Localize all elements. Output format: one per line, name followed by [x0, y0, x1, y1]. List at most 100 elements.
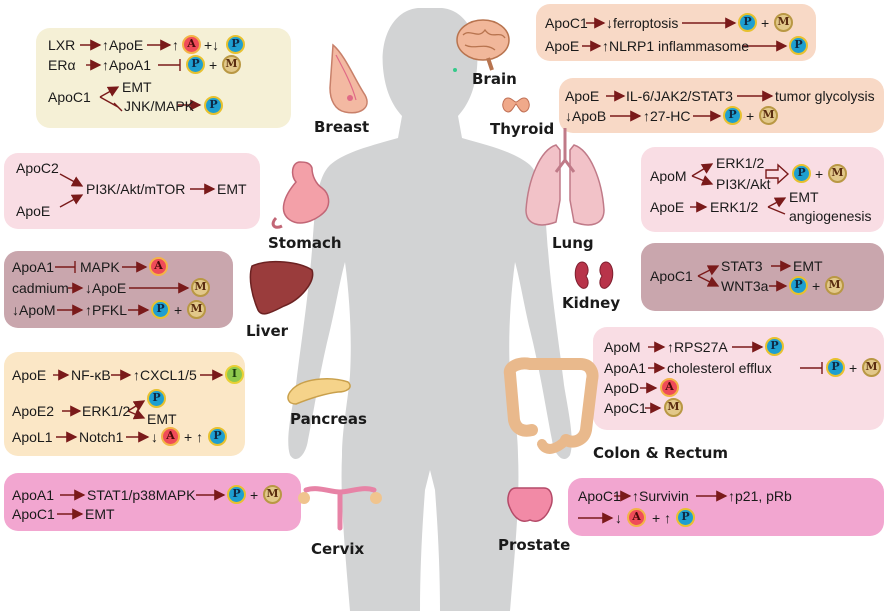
cervix-apoa1: ApoA1 [12, 487, 55, 503]
pancreas-down: ↓ [151, 429, 158, 445]
breast-illustration [329, 43, 368, 114]
stomach-apoe: ApoE [16, 203, 51, 219]
lung-erk-2: ERK1/2 [710, 199, 759, 215]
organ-label-brain: Brain [472, 70, 517, 88]
thyroid-27hc: ↑27-HC [643, 108, 691, 124]
liver-mapk: MAPK [80, 259, 120, 275]
proliferation-badge: P [723, 106, 742, 125]
lung-apom: ApoM [650, 168, 687, 184]
apoptosis-badge: A [182, 35, 201, 54]
organ-label-prostate: Prostate [498, 536, 571, 554]
colon-apoc1: ApoC1 [604, 400, 647, 416]
lung-emt: EMT [789, 189, 819, 205]
thyroid-box [559, 78, 884, 133]
metastasis-badge: M [187, 300, 206, 319]
lung-erk: ERK1/2 [716, 155, 765, 171]
cervix-illustration [298, 486, 382, 531]
breast-up-symbol: ↑ [172, 37, 179, 53]
organ-label-lung: Lung [552, 234, 594, 252]
prostate-illustration [507, 487, 553, 522]
lung-pi3k: PI3K/Akt [716, 176, 771, 192]
colon-box [593, 327, 884, 430]
breast-up-apoe: ↑ApoE [102, 37, 144, 53]
proliferation-badge: P [226, 35, 245, 54]
colon-apoa1: ApoA1 [604, 360, 647, 376]
cervix-plus: + [250, 487, 259, 503]
pancreas-illustration [287, 378, 351, 405]
metastasis-badge: M [664, 398, 683, 417]
metastasis-badge: M [828, 164, 847, 183]
cervix-box [4, 473, 301, 531]
thyroid-plus: + [746, 108, 755, 124]
prostate-plus-up: + ↑ [652, 510, 672, 526]
kidney-apoc1: ApoC1 [650, 268, 693, 284]
breast-jnk-mapk: JNK/MAPK [124, 98, 195, 114]
breast-apoc1: ApoC1 [48, 89, 91, 105]
stomach-box [4, 153, 260, 229]
pancreas-erk: ERK1/2 [82, 403, 131, 419]
brain-box [536, 4, 816, 61]
metastasis-badge: M [825, 276, 844, 295]
proliferation-badge: P [738, 13, 757, 32]
apoptosis-badge: A [149, 257, 168, 276]
colon-apom: ApoM [604, 339, 641, 355]
liver-apoe: ↓ApoE [85, 280, 127, 296]
stomach-apoc2: ApoC2 [16, 160, 59, 176]
prostate-down: ↓ [615, 510, 622, 526]
liver-apom: ↓ApoM [12, 302, 56, 318]
metastasis-badge: M [774, 13, 793, 32]
immune-badge: I [225, 365, 244, 384]
pancreas-notch1: Notch1 [79, 429, 124, 445]
colon-rps27a: ↑RPS27A [667, 339, 728, 355]
prostate-box [568, 478, 884, 536]
organ-label-breast: Breast [314, 118, 370, 136]
lung-apoe: ApoE [650, 199, 685, 215]
pancreas-apoe2: ApoE2 [12, 403, 55, 419]
pancreas-apoe: ApoE [12, 367, 47, 383]
metastasis-badge: M [263, 485, 282, 504]
proliferation-badge: P [765, 337, 784, 356]
metastasis-badge: M [191, 278, 210, 297]
thyroid-illustration [502, 97, 530, 113]
organ-label-thyroid: Thyroid [490, 120, 555, 138]
proliferation-badge: P [147, 389, 166, 408]
proliferation-badge: P [789, 276, 808, 295]
proliferation-badge: P [208, 427, 227, 446]
stomach-illustration [271, 161, 330, 229]
cervix-emt: EMT [85, 506, 115, 522]
brain-nlrp1: ↑NLRP1 inflammasome [602, 38, 750, 54]
brain-illustration [456, 19, 510, 71]
brain-apoc1: ApoC1 [545, 15, 588, 31]
brain-apoe: ApoE [545, 38, 580, 54]
kidney-emt: EMT [793, 258, 823, 274]
pancreas-nfkb: NF-κB [71, 367, 111, 383]
liver-cadmium: cadmium [12, 280, 69, 296]
breast-emt: EMT [122, 79, 152, 95]
metastasis-badge: M [862, 358, 881, 377]
thyroid-apob: ↓ApoB [565, 108, 607, 124]
breast-lxr: LXR [48, 37, 76, 53]
organ-label-colon-rectum: Colon & Rectum [593, 444, 729, 462]
organ-label-stomach: Stomach [268, 234, 342, 252]
pancreas-box [4, 352, 245, 456]
colon-illustration [503, 357, 599, 454]
liver-apoa1: ApoA1 [12, 259, 55, 275]
pancreas-plus-up: + ↑ [184, 429, 204, 445]
lung-box [641, 147, 884, 232]
breast-era: ERα [48, 57, 76, 73]
thyroid-pathway: IL-6/JAK2/STAT3 [626, 88, 733, 104]
apoptosis-badge: A [161, 427, 180, 446]
cervix-apoc1: ApoC1 [12, 506, 55, 522]
apoptosis-badge: A [627, 508, 646, 527]
pancreas-cxcl: ↑CXCL1/5 [133, 367, 197, 383]
thyroid-glycolysis: tumor glycolysis [775, 88, 875, 104]
proliferation-badge: P [227, 485, 246, 504]
organ-label-liver: Liver [246, 322, 289, 340]
colon-plus: + [849, 360, 858, 376]
cervix-pathway: STAT1/p38MAPK [87, 487, 196, 503]
proliferation-badge: P [826, 358, 845, 377]
organ-label-kidney: Kidney [562, 294, 621, 312]
prostate-p21: ↑p21, pRb [728, 488, 792, 504]
pancreas-emt: EMT [147, 411, 177, 427]
